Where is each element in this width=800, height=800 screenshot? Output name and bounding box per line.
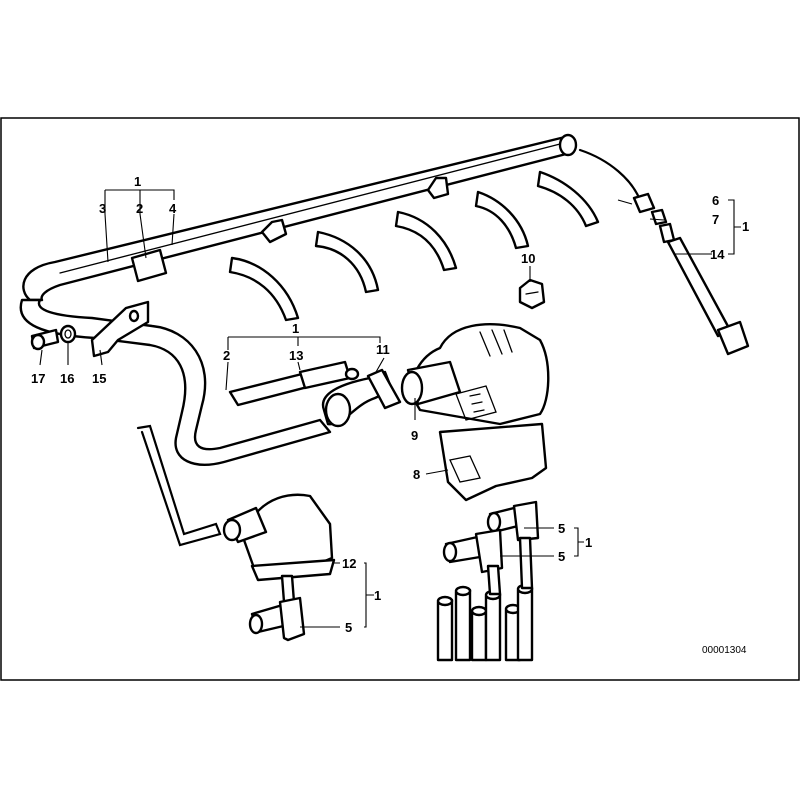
callout-1-bottom: 1: [374, 588, 381, 603]
callout-1-mid: 1: [292, 321, 299, 336]
callout-17: 17: [31, 371, 45, 386]
callout-14: 14: [710, 247, 725, 262]
mid-lead-assembly: [228, 360, 402, 428]
callout-12: 12: [342, 556, 356, 571]
distributor-cap: [400, 323, 550, 426]
callout-9: 9: [411, 428, 418, 443]
callout-4: 4: [169, 201, 177, 216]
leader-lines: [39, 189, 741, 628]
callout-15: 15: [92, 371, 106, 386]
callout-5-upper: 5: [558, 521, 565, 536]
cap-boot: [438, 422, 548, 502]
branch-leads: [228, 170, 600, 322]
plug-cable: [578, 148, 750, 356]
callout-16: 16: [60, 371, 74, 386]
plug-connectors: [442, 500, 540, 574]
callout-11: 11: [376, 342, 390, 357]
callout-6: 6: [712, 193, 719, 208]
drawing-frame: [0, 117, 800, 681]
callout-3: 3: [99, 201, 106, 216]
callout-1-plugs: 1: [585, 535, 592, 550]
callout-13: 13: [289, 348, 303, 363]
callout-1-top: 1: [134, 174, 141, 189]
lead-rod: [136, 424, 222, 547]
callout-5-lower: 5: [558, 549, 565, 564]
callout-10: 10: [521, 251, 535, 266]
callout-7: 7: [712, 212, 719, 227]
spark-plug-leads: [436, 536, 534, 662]
callout-5-bottom: 5: [345, 620, 352, 635]
coil-cap: [222, 493, 336, 604]
conduit-clip: [260, 176, 450, 244]
clip-10: [518, 278, 546, 310]
callout-labels: 1 3 2 4 6 7 1 14 10 1 2 13 11 17 16 15 9…: [31, 174, 749, 635]
callout-2-mid: 2: [223, 348, 230, 363]
callout-1-right: 1: [742, 219, 749, 234]
callout-2-top: 2: [136, 201, 143, 216]
callout-8: 8: [413, 467, 420, 482]
connector-bottom: [248, 596, 306, 642]
drawing-reference-number: 00001304: [702, 645, 747, 656]
ignition-lead-conduit: [22, 133, 578, 302]
